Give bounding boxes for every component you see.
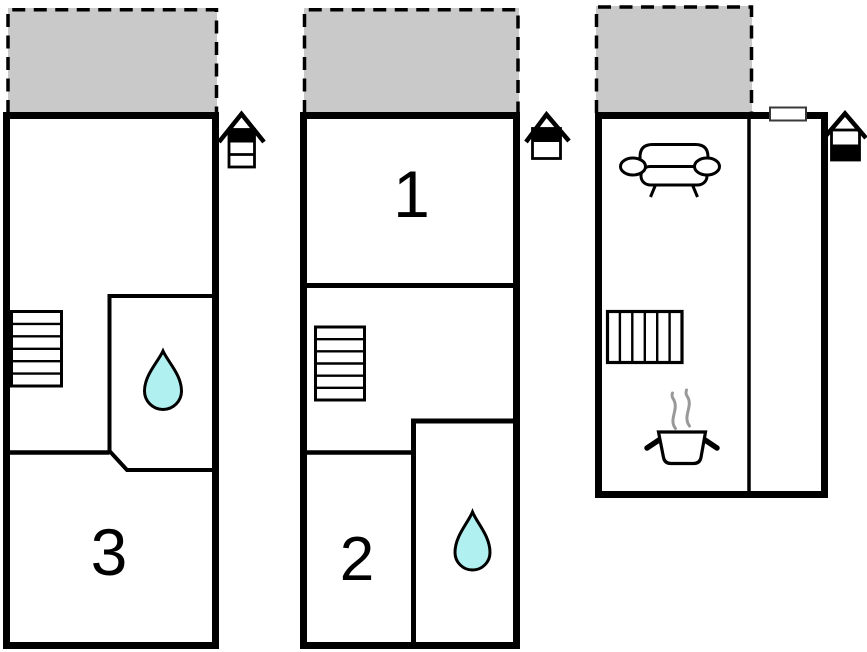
cooking-pot-icon (644, 388, 720, 466)
water-drop-icon (453, 508, 492, 572)
stairs-icon (314, 325, 366, 402)
window (769, 106, 807, 122)
room-label-1: 1 (393, 157, 430, 231)
unit-middle: 1 2 (300, 8, 571, 649)
unit-right (594, 5, 867, 498)
stairs-icon (10, 310, 63, 388)
terrace-dashed-border (594, 5, 754, 113)
radiator-icon (605, 309, 684, 365)
unit-left: 3 (3, 8, 266, 649)
floor-level-house-icon (524, 110, 571, 160)
water-drop-icon (142, 347, 184, 411)
terrace-dashed-border (6, 8, 219, 113)
room-label-3: 3 (91, 515, 128, 589)
sofa-icon (619, 143, 721, 198)
room-label-2: 2 (340, 525, 374, 594)
terrace-area (304, 8, 519, 113)
terrace-dashed-border (302, 8, 520, 113)
outer-wall (595, 112, 828, 498)
bathroom-wall (411, 418, 517, 646)
floor-level-house-icon (217, 110, 266, 169)
terrace-area (596, 6, 752, 113)
terrace-area (8, 8, 217, 113)
outer-wall (3, 112, 219, 649)
outer-wall (300, 112, 520, 649)
floor-level-house-icon (822, 110, 867, 162)
